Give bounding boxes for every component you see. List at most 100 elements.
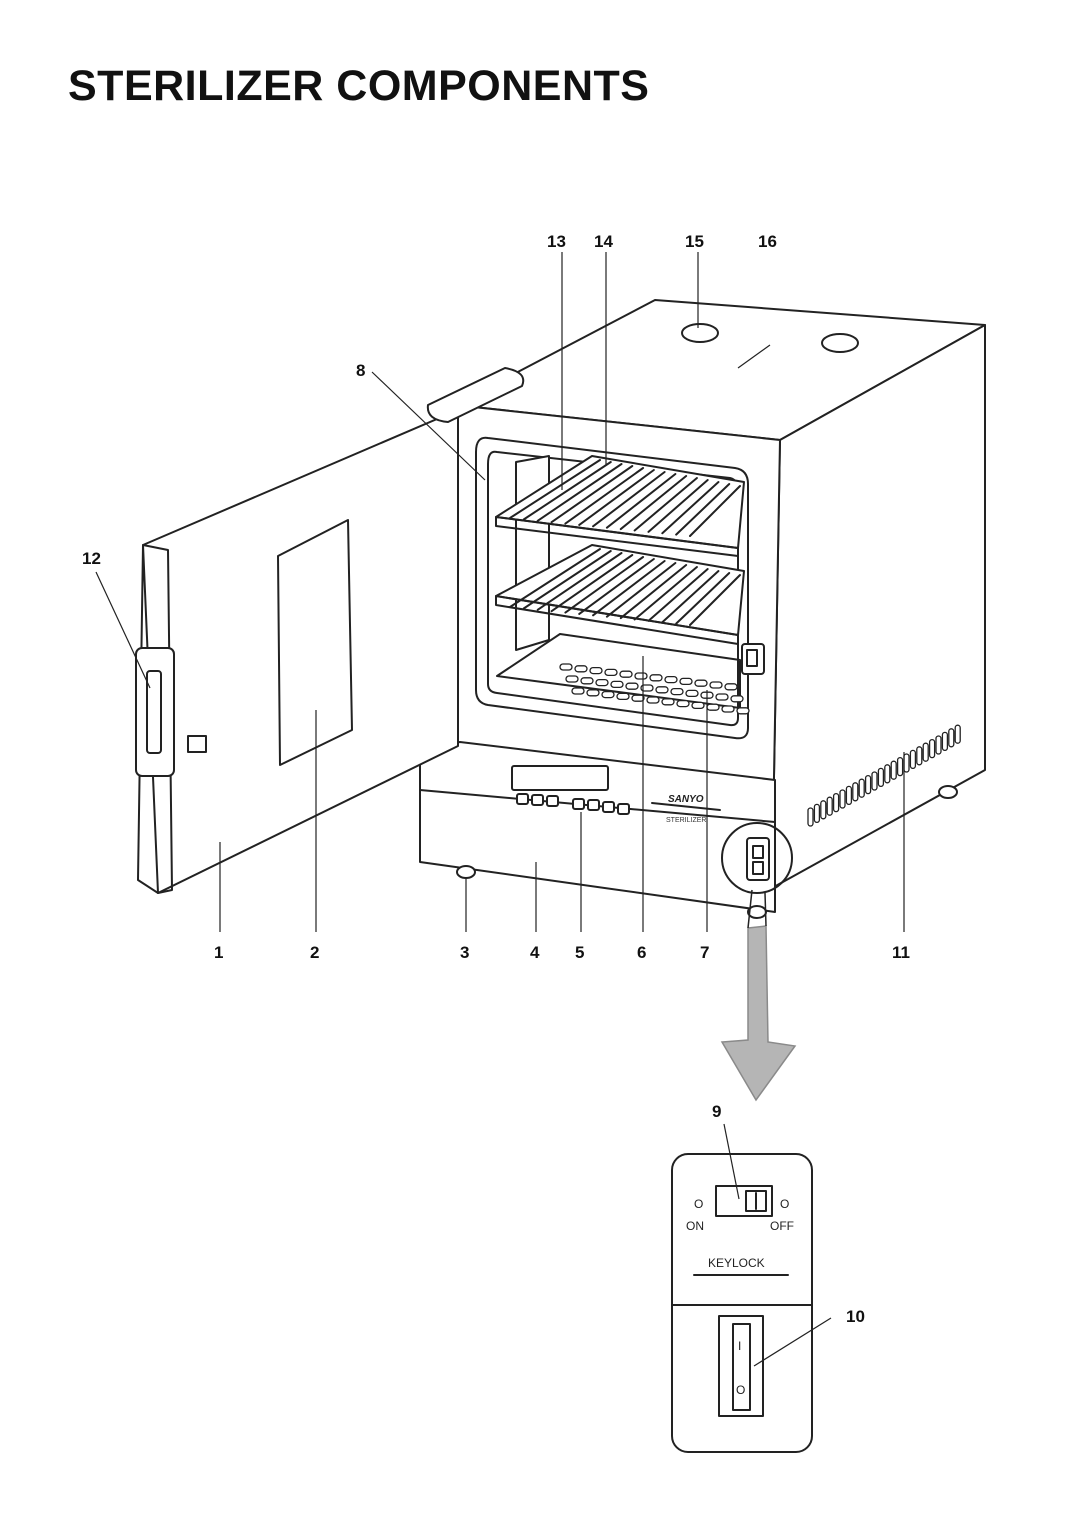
leader-lines xyxy=(95,252,905,932)
page-title: STERILIZER COMPONENTS xyxy=(68,62,650,110)
floor-slot xyxy=(610,680,624,689)
shelf-bar xyxy=(592,471,666,528)
floor-slot xyxy=(616,692,630,701)
floor-slot xyxy=(619,670,633,678)
door-window xyxy=(277,519,353,766)
shelf-bar xyxy=(550,554,634,613)
vent-slot xyxy=(864,774,872,795)
shelf-lower xyxy=(495,544,745,645)
floor-slot xyxy=(715,693,729,701)
callout-5: 5 xyxy=(575,943,584,962)
vent-slot xyxy=(845,785,853,806)
shelf-bar xyxy=(661,481,720,535)
vent-slot xyxy=(807,807,814,827)
vent-slot xyxy=(832,792,840,813)
callout-6: 6 xyxy=(637,943,646,962)
floor-slot xyxy=(685,689,699,698)
vent-slot xyxy=(839,789,846,809)
callout-10: 10 xyxy=(846,1307,865,1326)
side-vent-slots xyxy=(807,724,961,827)
vent-slot xyxy=(852,782,859,802)
floor-slot xyxy=(736,707,750,715)
vent-slot xyxy=(820,800,827,820)
shelf-bar xyxy=(550,465,634,524)
shelf-upper xyxy=(495,455,745,557)
floor-slot xyxy=(625,682,639,690)
floor-slot xyxy=(586,689,600,697)
power-switch-area xyxy=(721,822,793,894)
shelf-bar xyxy=(578,558,655,615)
shelf-bar xyxy=(675,572,731,625)
floor-slot xyxy=(565,675,579,683)
panel-button xyxy=(531,794,544,806)
vent-slot xyxy=(941,731,949,752)
panel-button xyxy=(617,803,630,815)
shelf-bar xyxy=(509,459,601,519)
callout-2: 2 xyxy=(310,943,319,962)
shelf-bar xyxy=(661,570,720,624)
shelf-bar xyxy=(578,469,655,526)
indicator-left: O xyxy=(694,1197,703,1211)
callout-14: 14 xyxy=(594,232,613,251)
shelf-bar xyxy=(564,467,645,525)
shelf-bar xyxy=(536,463,623,522)
shelf-bar xyxy=(522,461,612,521)
shelf-bar xyxy=(522,550,612,610)
shelf-bar xyxy=(605,473,677,529)
floor-slot xyxy=(595,678,609,687)
floor-slot xyxy=(679,677,693,686)
vent-slot xyxy=(826,796,833,816)
floor-slot xyxy=(721,705,735,713)
shelf-bar xyxy=(675,483,731,536)
panel-button xyxy=(587,799,600,811)
callout-12: 12 xyxy=(82,549,101,568)
callout-1: 1 xyxy=(214,943,223,962)
vent-slot xyxy=(877,767,885,788)
panel-button xyxy=(546,795,559,807)
floor-slot xyxy=(664,675,678,684)
shelf-bar xyxy=(633,566,698,621)
floor-slot xyxy=(670,687,684,696)
vent-slot xyxy=(916,746,923,766)
shelf-bar xyxy=(509,548,601,608)
floor-slot xyxy=(724,683,738,691)
floor-slot xyxy=(730,695,744,703)
callout-15: 15 xyxy=(685,232,704,251)
shelf-bar xyxy=(619,475,688,531)
floor-slot xyxy=(559,663,573,671)
vent-slot xyxy=(954,724,961,744)
callout-16: 16 xyxy=(758,232,777,251)
shelf-bar xyxy=(605,562,677,618)
callout-3: 3 xyxy=(460,943,469,962)
callout-4: 4 xyxy=(530,943,540,962)
power-on-symbol: I xyxy=(738,1339,741,1353)
callout-8: 8 xyxy=(356,361,365,380)
vent-slot xyxy=(922,742,929,762)
switch-panel-detail: O O ON OFF KEYLOCK I O xyxy=(671,1123,832,1453)
callout-7: 7 xyxy=(700,943,709,962)
floor-slot xyxy=(691,701,705,710)
vent-slot xyxy=(890,760,897,780)
power-off-symbol: O xyxy=(736,1383,745,1397)
door-latch xyxy=(741,643,765,675)
floor-slot xyxy=(694,679,708,687)
floor-slot xyxy=(676,699,690,708)
on-label: ON xyxy=(686,1219,704,1233)
brand-model: STERILIZER xyxy=(666,817,706,824)
vent-slot xyxy=(928,738,936,759)
shelf-bar xyxy=(592,560,666,617)
floor-slot xyxy=(604,668,618,677)
floor-slot xyxy=(661,698,675,706)
top-vent-left xyxy=(681,323,719,343)
indicator-right: O xyxy=(780,1197,789,1211)
floor-slot xyxy=(580,677,594,685)
shelf-bar xyxy=(647,568,709,622)
floor-grating xyxy=(559,663,750,715)
vent-slot xyxy=(884,764,891,784)
floor-slot xyxy=(709,681,723,689)
floor-slot xyxy=(631,694,645,702)
floor-slot xyxy=(646,696,660,704)
floor-slot xyxy=(601,690,615,699)
vent-slot xyxy=(948,728,955,748)
shelf-bar xyxy=(564,556,645,614)
